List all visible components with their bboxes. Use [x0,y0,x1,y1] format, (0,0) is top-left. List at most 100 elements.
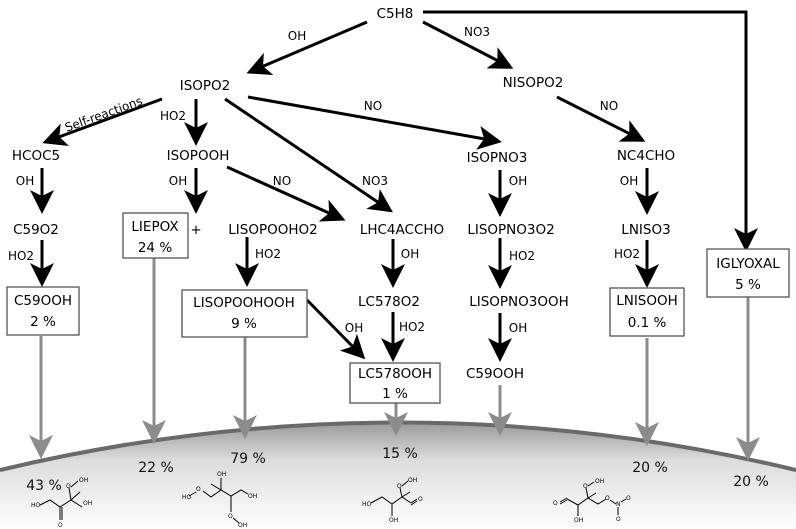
species-lisopno3o2: LISOPNO3O2 [467,222,554,238]
reactant-ho2-lisopno3o2: HO2 [509,249,535,263]
reactant-no3-isopo2: NO3 [362,174,388,188]
species-lhc4accho: LHC4ACCHO [360,222,444,238]
gas-phase-arrows [30,10,758,362]
structure-2-atom: OH [248,493,257,500]
structure-4-atom: O [616,516,621,523]
arrow-c5h8-iglyoxal [423,10,758,252]
arrow-c5h8-nisopo2 [422,20,514,69]
particle-surface [0,422,796,529]
box-lisopoohooh [181,289,308,338]
reactant-ho2-isopo2: HO2 [160,109,186,123]
species-isopooh: ISOPOOH [167,148,230,164]
species-lc578o2: LC578O2 [358,294,420,310]
reactant-no3-c5h8: NO3 [464,25,490,39]
box-lc578ooh [349,362,441,404]
structure-4-atom: N [616,501,621,508]
reactant-ho2-c59o2: HO2 [8,249,34,263]
reactant-oh-lisopno3ooh: OH [509,321,527,335]
reactant-oh-isopno3: OH [509,174,527,188]
arrow-c5h8-isopo2 [246,20,368,75]
structure-2-atom: O [228,513,233,520]
box-liepox-name: LIEPOX [131,219,178,235]
reactant-oh-lhc4accho: OH [401,247,419,261]
species-c59o2: C59O2 [13,222,59,238]
box-lisopoohooh-name: LISOPOOHOOH [193,295,295,311]
species-nc4cho: NC4CHO [617,148,675,164]
structure-4-atom: O [626,495,631,502]
structure-3-atom: O [418,496,423,503]
reactant-no-isopooh: NO [273,174,291,188]
reactant-self-reactions: Self-reactions [63,94,144,135]
reactant-ho2-lniso3: HO2 [614,247,640,261]
box-iglyoxal [706,248,790,298]
arrow-isopo2-lhc4accho [224,97,393,213]
species-labels: C5H8 ISOPO2 NISOPO2 HCOC5 ISOPOOH ISOPNO… [12,6,780,402]
particle-species-boxes [6,212,790,404]
structure-3-atom: O [397,483,402,490]
species-nisopo2: NISOPO2 [503,75,564,91]
species-c59ooh-gas: C59OOH [466,366,524,382]
structure-1-atom: O [58,522,63,529]
structure-1-atom: O [66,483,71,490]
box-liepox [122,212,189,259]
box-lc578ooh-name: LC578OOH [358,366,432,382]
species-lisopooho2: LISOPOOHO2 [228,222,317,238]
box-liepox-yield: 24 % [138,240,172,256]
structure-4-atom: O [605,495,610,502]
species-lniso3: LNISO3 [621,222,670,238]
box-lnisooh-name: LNISOOH [616,293,678,309]
structure-2-atom: HO [182,494,192,501]
reactant-oh-hcoc5: OH [16,174,34,188]
structure-3-atom: OH [408,477,417,484]
structure-2-atom: O [196,486,201,493]
structure-1-atom: OH [83,500,92,507]
structure-1-atom: OH [79,477,88,484]
box-lc578ooh-yield: 1 % [382,386,408,402]
reactant-oh-lisopoohooh: OH [345,321,363,335]
uptake-arrows [29,258,760,461]
structure-4-atom: OH [595,478,604,485]
species-isopno3: ISOPNO3 [467,150,528,166]
uptake-pct-4: 15 % [382,446,418,462]
structure-1: HO O O OH OH [31,477,92,529]
box-lnisooh-yield: 0.1 % [628,315,667,331]
structure-1-atom: HO [31,502,41,509]
box-c59ooh-yield: 2 % [30,314,56,330]
reactant-labels: OH NO3 Self-reactions HO2 NO NO3 NO OH O… [8,25,640,335]
box-c59ooh [6,286,80,336]
reactant-oh-c5h8: OH [288,29,306,43]
structure-4-atom: O [553,500,558,507]
box-iglyoxal-name: IGLYOXAL [716,256,780,272]
structure-2-atom: OH [238,522,247,529]
structure-4-atom: O [583,483,588,490]
plus-sign: + [190,222,201,238]
reactant-ho2-lc578o2: HO2 [399,320,425,334]
uptake-pct-3: 79 % [230,451,266,467]
species-hcoc5: HCOC5 [12,148,60,164]
reactant-ho2-lisopooho2: HO2 [255,247,281,261]
species-isopo2: ISOPO2 [180,78,231,94]
species-lisopno3ooh: LISOPNO3OOH [469,294,569,310]
structure-4: O O OH OH O N O O [553,478,631,524]
box-iglyoxal-yield: 5 % [735,277,761,293]
structure-3-atom: HO [362,501,372,508]
species-c5h8: C5H8 [377,6,414,22]
structure-2-atom: OH [217,471,226,478]
arrow-nisopo2-nc4cho [556,95,646,142]
arrow-isopo2-isopno3 [247,95,502,150]
reactant-no-isopo2: NO [364,99,382,113]
arrow-lisopoohooh-lc578ooh [305,298,366,360]
arrow-isopo2-hcoc5 [42,97,163,147]
structure-3: HO O OH O OH [362,477,423,524]
box-lnisooh [609,287,685,337]
reactant-oh-nc4cho: OH [620,174,638,188]
reactant-oh-isopooh: OH [169,174,187,188]
box-c59ooh-name: C59OOH [14,293,72,309]
uptake-pct-2: 22 % [138,460,174,476]
structure-3-atom: OH [389,517,398,524]
box-lisopoohooh-yield: 9 % [231,316,257,332]
uptake-percentages: 43 % 22 % 79 % 15 % 20 % 20 % [26,446,769,494]
uptake-pct-1: 43 % [26,478,62,494]
uptake-pct-5: 20 % [632,460,668,476]
